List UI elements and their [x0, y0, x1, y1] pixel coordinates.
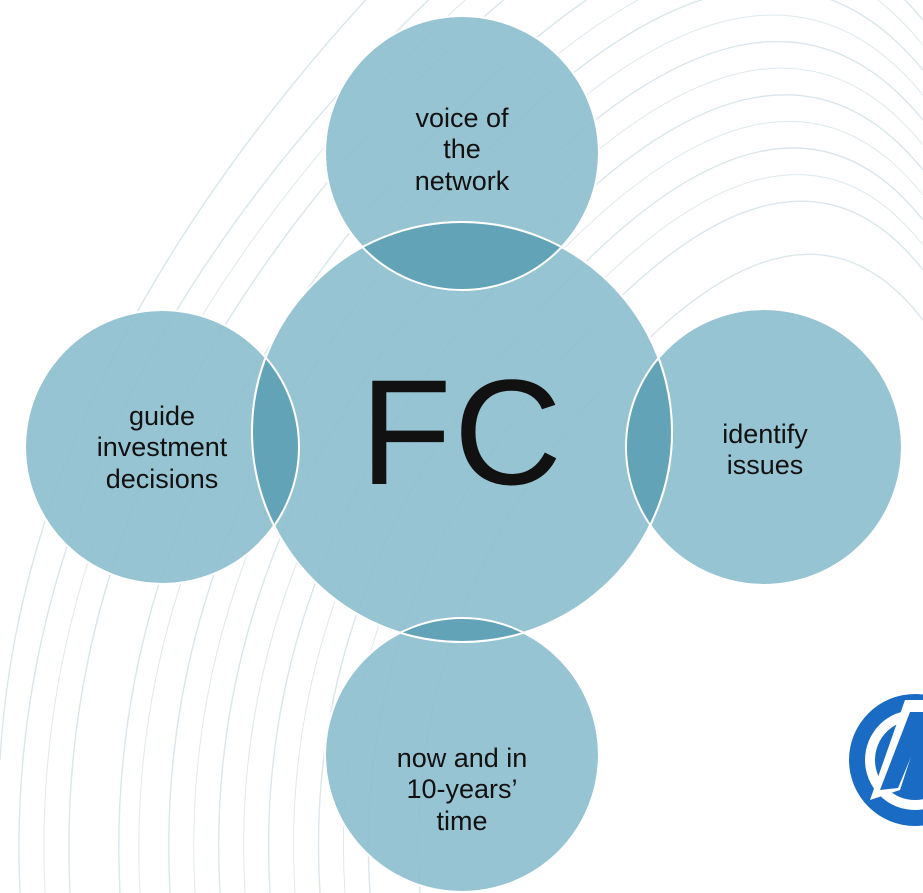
label-identify-issues: identify issues	[722, 418, 808, 480]
label-now-and-in-10-years-time: now and in 10-years’ time	[396, 743, 528, 836]
label-voice-of-the-network: voice of the network	[414, 103, 510, 196]
logo	[849, 694, 923, 826]
label-guide-investment-decisions: guide investment decisions	[96, 401, 228, 494]
center-label-fc: FC	[360, 348, 564, 516]
